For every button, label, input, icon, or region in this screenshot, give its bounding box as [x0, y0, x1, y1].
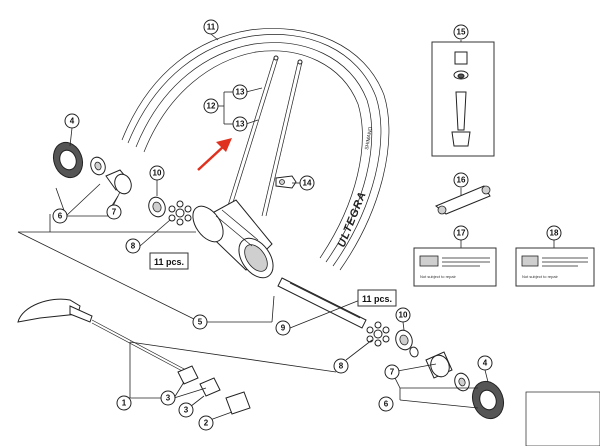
callout-3-lower: 3 [178, 402, 194, 418]
svg-text:10: 10 [399, 311, 408, 320]
callout-6-left: 6 [52, 208, 68, 224]
svg-text:7: 7 [112, 208, 117, 217]
hub-body [192, 199, 274, 279]
warning-card-17-text: Not subject to repair [420, 274, 456, 279]
svg-text:3: 3 [166, 394, 171, 403]
svg-text:8: 8 [339, 362, 344, 371]
svg-text:10: 10 [153, 169, 162, 178]
quantity-text-rear: 11 pcs. [362, 294, 392, 304]
svg-text:2: 2 [204, 419, 209, 428]
callout-18: 18 [546, 225, 562, 241]
quantity-label-rear: 11 pcs. [357, 289, 397, 307]
callout-12: 12 [203, 98, 219, 114]
callout-10-right: 10 [395, 307, 411, 323]
quantity-label-front: 11 pcs. [149, 252, 189, 270]
svg-text:4: 4 [483, 359, 488, 368]
callout-2: 2 [198, 415, 214, 431]
svg-text:13: 13 [236, 88, 245, 97]
svg-text:3: 3 [184, 406, 189, 415]
warning-card-17: Not subject to repair [413, 247, 497, 287]
svg-text:8: 8 [131, 242, 136, 251]
callout-4-right: 4 [477, 355, 493, 371]
hub-axle [277, 277, 367, 329]
corner-frame [525, 391, 600, 446]
svg-text:12: 12 [207, 102, 216, 111]
svg-text:7: 7 [390, 368, 395, 377]
red-arrow-icon [197, 138, 232, 171]
callout-14: 14 [299, 175, 315, 191]
svg-text:6: 6 [384, 400, 389, 409]
svg-text:4: 4 [70, 117, 75, 126]
quantity-text-front: 11 pcs. [154, 257, 184, 267]
spoke-nipples-rear [366, 321, 390, 347]
spoke-wrench-tool [435, 185, 491, 215]
callout-1: 1 [116, 395, 132, 411]
svg-text:5: 5 [198, 318, 203, 327]
callout-11: 11 [203, 19, 219, 35]
right-bearing-parts [395, 329, 505, 420]
callout-8-right: 8 [333, 358, 349, 374]
rim-model-text: ULTEGRA [336, 190, 369, 250]
left-bearing-parts [52, 141, 166, 218]
spokes [225, 55, 303, 217]
callout-15: 15 [453, 24, 469, 40]
svg-text:9: 9 [281, 324, 286, 333]
svg-text:1: 1 [122, 399, 127, 408]
callout-16: 16 [453, 172, 469, 188]
callout-5: 5 [192, 314, 208, 330]
svg-text:18: 18 [550, 229, 559, 238]
valve-parts-box [431, 41, 495, 157]
svg-text:15: 15 [457, 28, 466, 37]
callout-9: 9 [275, 320, 291, 336]
svg-text:16: 16 [457, 176, 466, 185]
rim-brand-text: SHIMANO [364, 126, 374, 150]
callout-6-right: 6 [378, 396, 394, 412]
warning-card-18: Not subject to repair [515, 247, 595, 287]
spoke-wrench [275, 175, 297, 189]
svg-text:11: 11 [207, 23, 216, 32]
quick-release [17, 298, 251, 415]
callout-7-right: 7 [384, 364, 400, 380]
svg-text:6: 6 [58, 212, 63, 221]
callout-3-upper: 3 [160, 390, 176, 406]
callout-10-left: 10 [149, 165, 165, 181]
callout-8-left: 8 [125, 238, 141, 254]
svg-text:17: 17 [457, 229, 466, 238]
leader-lines [17, 33, 555, 421]
callout-17: 17 [453, 225, 469, 241]
callout-4-left: 4 [64, 113, 80, 129]
callout-7-left: 7 [106, 204, 122, 220]
spoke-nipples-front [168, 200, 192, 226]
svg-text:14: 14 [303, 179, 312, 188]
warning-card-18-text: Not subject to repair [522, 274, 558, 279]
svg-text:13: 13 [236, 120, 245, 129]
callout-13-lower: 13 [232, 116, 248, 132]
callout-13-upper: 13 [232, 84, 248, 100]
